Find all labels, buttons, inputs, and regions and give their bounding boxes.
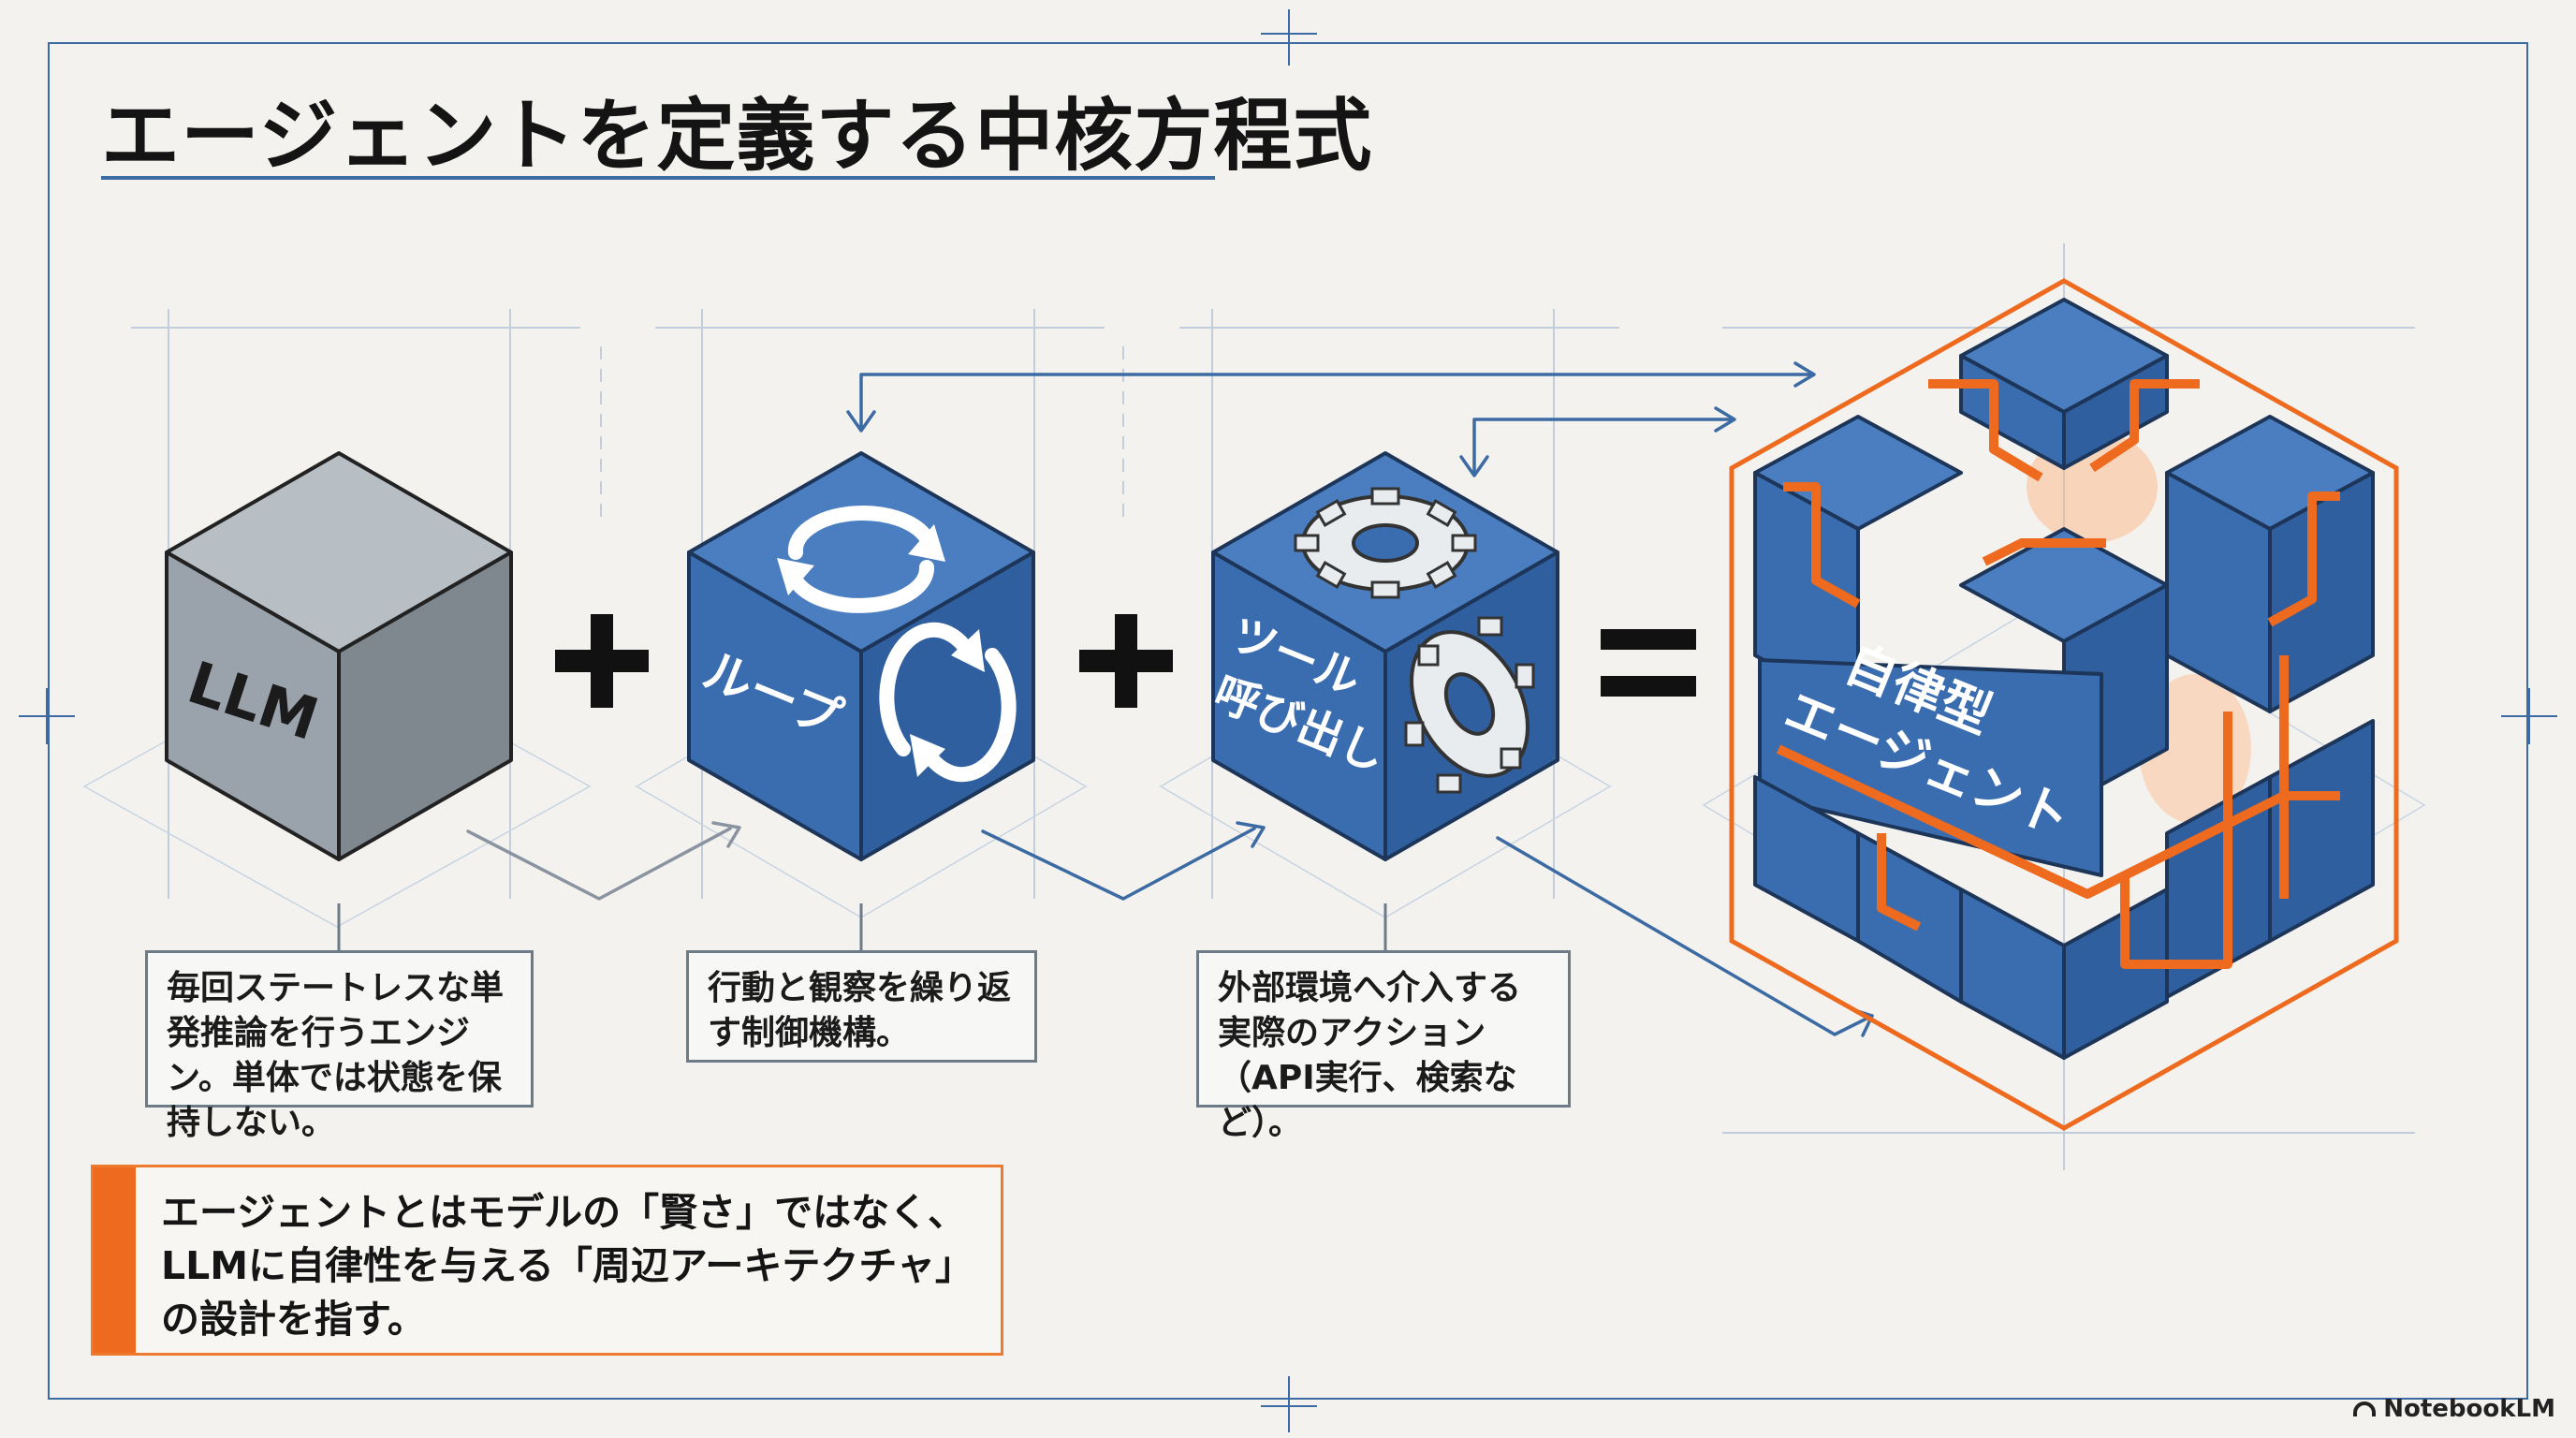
blueprint-frame (19, 9, 2557, 1432)
refresh-arrows-side-icon (879, 622, 1017, 783)
loop-caption: 行動と観察を繰り返す制御機構。 (686, 950, 1037, 1063)
callout-accent-bar (94, 1167, 136, 1353)
gear-icon (1294, 487, 1477, 599)
watermark-label: NotebookLM (2383, 1395, 2555, 1423)
notebooklm-watermark: NotebookLM (2353, 1395, 2555, 1423)
llm-cube: LLM (165, 451, 513, 861)
page-title: エージェントを定義する中核方程式 (101, 90, 1373, 182)
llm-caption: 毎回ステートレスな単発推論を行うエンジン。単体では状態を保持しない。 (145, 950, 534, 1142)
tool-caption: 外部環境へ介入する実際のアクション（API実行、検索など）。 (1196, 950, 1571, 1142)
plus-operator (555, 614, 1173, 708)
notebooklm-logo-icon (2353, 1401, 2377, 1416)
refresh-arrows-icon (777, 506, 945, 613)
equals-operator (1601, 629, 1696, 697)
loop-cube (687, 451, 1035, 861)
callout-text: エージェントとはモデルの「賢さ」ではなく、LLMに自律性を与える「周辺アーキテク… (161, 1190, 973, 1342)
title-underline (101, 176, 1215, 180)
agent-cube: 自律型 エージェント (1729, 278, 2399, 1131)
gear-side-icon (1404, 616, 1535, 794)
flow-arrows (466, 361, 1874, 1037)
caption-stems (337, 903, 1387, 950)
summary-callout: エージェントとはモデルの「賢さ」ではなく、LLMに自律性を与える「周辺アーキテク… (91, 1165, 1003, 1356)
